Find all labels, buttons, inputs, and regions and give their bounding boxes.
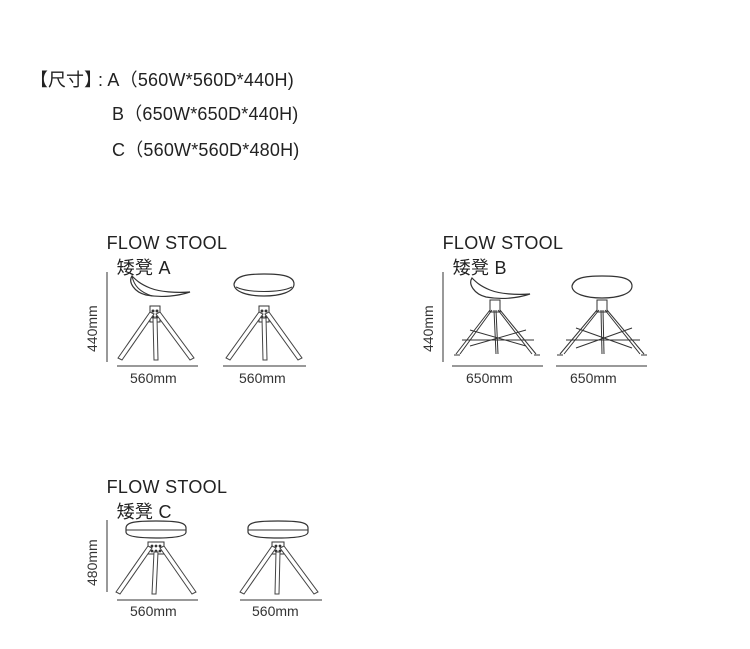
stool-a-width-label-1: 560mm <box>130 370 177 386</box>
stool-a-subtitle: 矮凳 A <box>116 258 171 278</box>
stool-a-side-view <box>117 275 195 361</box>
stool-c-width-label-1: 560mm <box>130 603 177 619</box>
spec-line-b: B（650W*650D*440H) <box>112 104 299 124</box>
spec-line-c: C（560W*560D*480H) <box>112 140 300 160</box>
stool-b-drawing <box>442 272 647 367</box>
stool-c-width-label-2: 560mm <box>252 603 299 619</box>
stool-b-height-label: 440mm <box>420 305 436 352</box>
stool-a-height-label: 440mm <box>84 305 100 352</box>
stool-c-side-view <box>115 520 197 595</box>
stool-a-drawing <box>106 272 306 367</box>
stool-c-title: FLOW STOOL 矮凳 C <box>96 456 227 524</box>
spec-line-a: : A（560W*560D*440H) <box>98 70 294 90</box>
stool-c-drawing <box>106 520 322 601</box>
stool-b-side-view <box>454 277 540 356</box>
stool-a-name: FLOW STOOL <box>106 233 228 253</box>
stool-b-subtitle: 矮凳 B <box>452 258 507 278</box>
stool-b-width-label-1: 650mm <box>466 370 513 386</box>
stool-c-name: FLOW STOOL <box>106 477 228 497</box>
stool-b-front-view <box>557 275 647 356</box>
stool-b-width-label-2: 650mm <box>570 370 617 386</box>
stool-b-name: FLOW STOOL <box>442 233 564 253</box>
spec-key: 【尺寸】 <box>30 70 102 90</box>
stool-c-subtitle: 矮凳 C <box>116 502 172 522</box>
stool-a-width-label-2: 560mm <box>239 370 286 386</box>
stool-c-height-label: 480mm <box>84 539 100 586</box>
stool-a-front-view <box>225 273 303 361</box>
stool-c-front-view <box>239 520 319 595</box>
stool-a-title: FLOW STOOL 矮凳 A <box>96 212 227 280</box>
stool-b-title: FLOW STOOL 矮凳 B <box>432 212 563 280</box>
